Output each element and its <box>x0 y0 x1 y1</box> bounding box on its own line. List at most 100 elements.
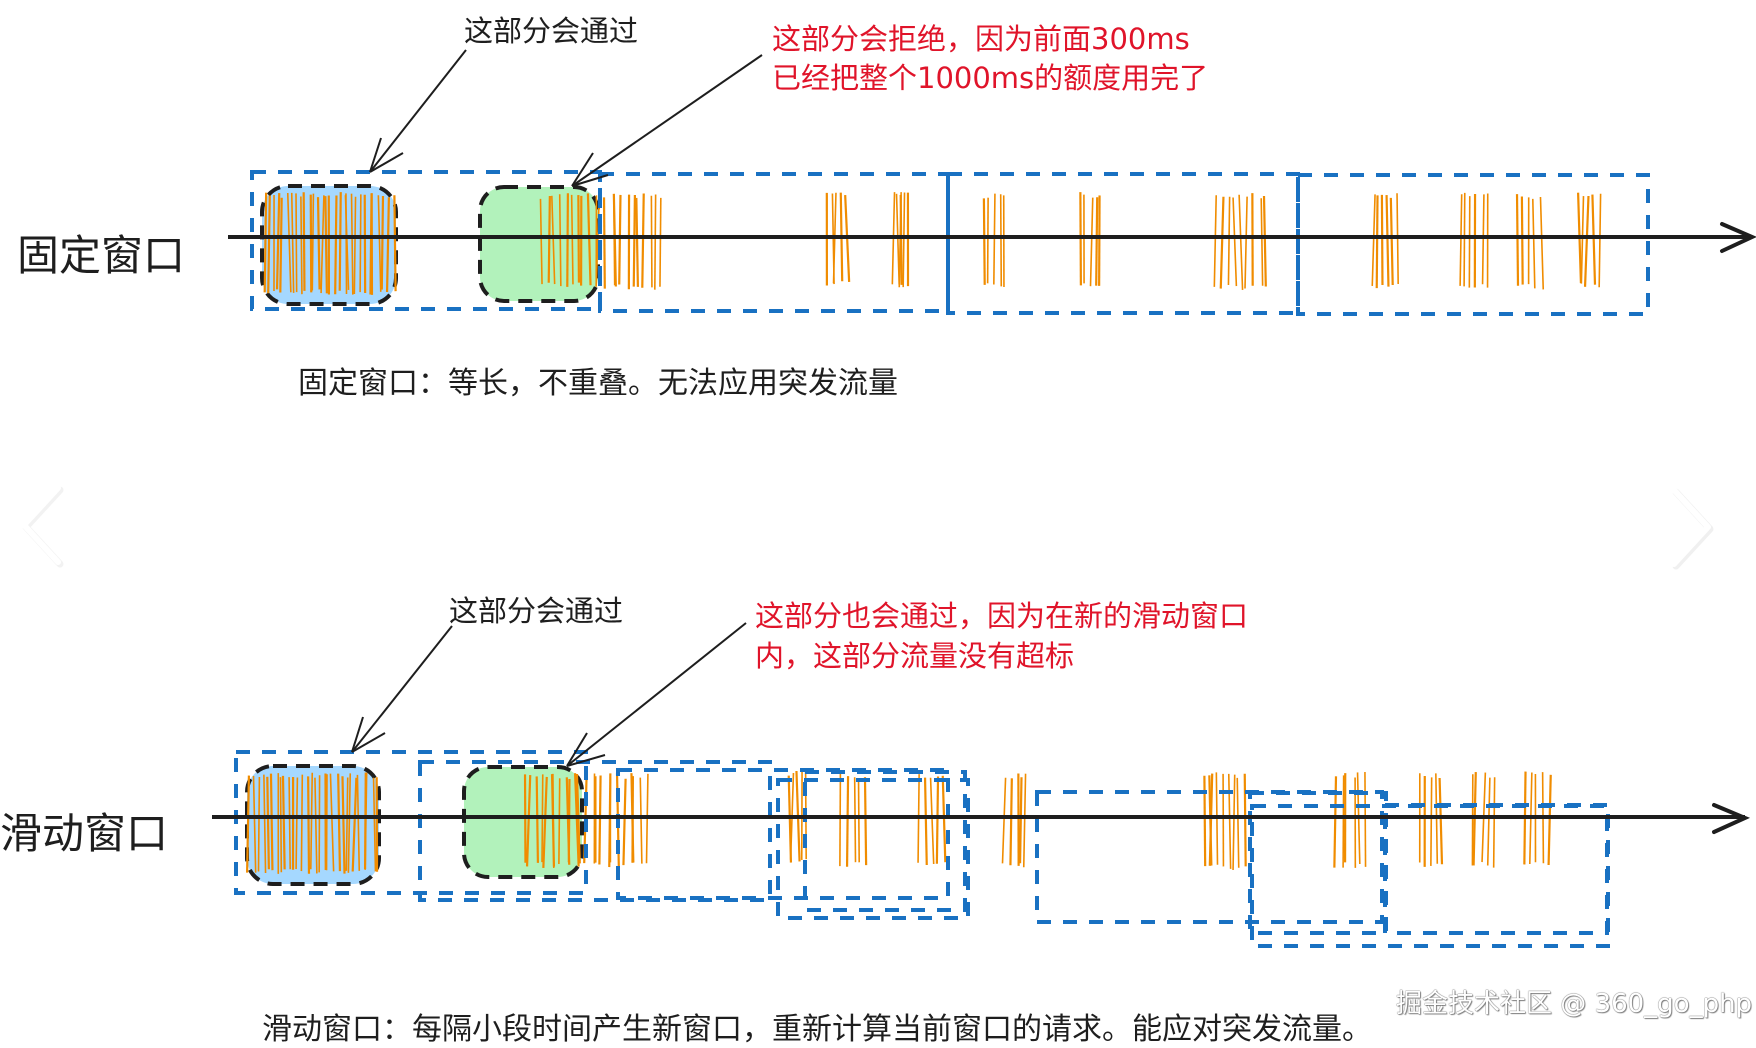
request-stroke <box>1239 195 1242 290</box>
fixed-burst-3a <box>984 194 1004 287</box>
request-stroke <box>318 197 320 289</box>
request-stroke <box>1264 196 1266 286</box>
fixed-window-4 <box>1298 175 1648 314</box>
request-stroke <box>925 778 927 865</box>
request-stroke <box>1228 197 1229 285</box>
sliding-burst-b <box>840 774 866 867</box>
request-stroke <box>537 776 538 862</box>
request-stroke <box>1382 195 1383 285</box>
request-stroke <box>994 194 995 285</box>
request-stroke <box>1488 778 1490 866</box>
sliding-burst-c <box>918 774 945 865</box>
request-stroke <box>340 192 341 291</box>
fixed-burst-2b <box>892 192 908 287</box>
fixed-reject-note-line1: 这部分会拒绝，因为前面300ms <box>772 19 1190 59</box>
request-stroke <box>655 194 656 289</box>
request-stroke <box>1592 195 1595 285</box>
sliding-burst-g <box>1420 773 1442 867</box>
request-stroke <box>1517 194 1518 286</box>
request-stroke <box>1233 197 1236 286</box>
request-stroke <box>1585 196 1588 287</box>
request-stroke <box>1431 777 1432 866</box>
request-stroke <box>301 775 302 871</box>
sliding-window-8 <box>1385 805 1607 933</box>
request-stroke <box>1229 774 1231 869</box>
request-stroke <box>289 777 290 869</box>
request-stroke <box>840 774 841 866</box>
request-stroke <box>1010 778 1011 865</box>
request-stroke <box>1522 196 1523 284</box>
request-stroke <box>553 774 554 868</box>
request-stroke <box>311 195 312 293</box>
request-stroke <box>560 194 561 286</box>
request-stroke <box>642 194 643 288</box>
request-stroke <box>280 198 281 293</box>
fixed-burst-2a <box>827 193 849 286</box>
request-stroke <box>296 193 297 292</box>
request-stroke <box>1494 777 1495 867</box>
request-stroke <box>1464 193 1465 286</box>
request-stroke <box>599 776 600 865</box>
request-stroke <box>1599 194 1600 288</box>
sliding-burst-e <box>1204 772 1245 870</box>
request-stroke <box>1020 777 1021 863</box>
sliding-burst-h <box>1472 772 1494 868</box>
request-stroke <box>1549 775 1551 865</box>
fixed-burst-4a <box>1372 193 1398 288</box>
watermark: 掘金技术社区 @ 360_go_php <box>1396 983 1752 1020</box>
sliding-request-bursts <box>247 771 1551 874</box>
sliding-also-pass-note-line1: 这部分也会通过，因为在新的滑动窗口 <box>755 596 1248 636</box>
fixed-caption: 固定窗口：等长，不重叠。无法应用突发流量 <box>298 358 898 402</box>
request-stroke <box>660 198 661 287</box>
request-stroke <box>1024 774 1026 868</box>
request-stroke <box>312 194 313 291</box>
request-stroke <box>855 777 856 862</box>
request-stroke <box>360 194 361 292</box>
request-stroke <box>1214 195 1216 287</box>
request-stroke <box>1483 194 1484 284</box>
request-stroke <box>1245 774 1246 867</box>
request-stroke <box>569 779 570 862</box>
sliding-window-9 <box>1252 806 1608 946</box>
request-stroke <box>559 778 560 864</box>
request-stroke <box>1233 775 1235 870</box>
request-stroke <box>623 779 625 865</box>
request-stroke <box>1460 194 1462 286</box>
fixed-burst-rejected-b <box>596 194 661 290</box>
fixed-reject-arrow <box>572 55 762 186</box>
fixed-burst-4b <box>1460 193 1488 288</box>
request-stroke <box>651 196 652 288</box>
sliding-also-pass-note-line2: 内，这部分流量没有超标 <box>755 636 1074 676</box>
request-stroke <box>903 192 904 287</box>
request-stroke <box>335 196 336 295</box>
fixed-pass-arrow <box>370 50 466 172</box>
sliding-caption: 滑动窗口：每隔小段时间产生新窗口，重新计算当前窗口的请求。能应对突发流量。 <box>262 1004 1372 1048</box>
request-stroke <box>1096 197 1097 285</box>
carousel-next-button[interactable] <box>1666 484 1716 574</box>
request-stroke <box>1372 194 1375 286</box>
request-stroke <box>901 195 902 285</box>
request-stroke <box>325 196 327 293</box>
request-stroke <box>1001 194 1002 286</box>
request-stroke <box>258 777 259 872</box>
request-stroke <box>1334 776 1336 867</box>
request-stroke <box>1533 199 1535 289</box>
sliding-edge-highlight <box>464 767 582 877</box>
request-stroke <box>265 193 266 293</box>
request-stroke <box>271 774 272 871</box>
request-stroke <box>1581 196 1583 284</box>
request-stroke <box>1261 198 1262 285</box>
request-stroke <box>304 192 305 291</box>
request-stroke <box>1377 195 1378 288</box>
carousel-prev-button[interactable] <box>18 482 68 572</box>
request-stroke <box>1002 778 1005 864</box>
request-stroke <box>984 198 985 285</box>
sliding-pass-note: 这部分会通过 <box>449 588 623 630</box>
request-stroke <box>1245 197 1247 289</box>
request-stroke <box>865 777 866 865</box>
request-stroke <box>847 776 848 867</box>
request-stroke <box>1540 197 1543 289</box>
request-stroke <box>1387 195 1389 287</box>
request-stroke <box>301 197 302 295</box>
